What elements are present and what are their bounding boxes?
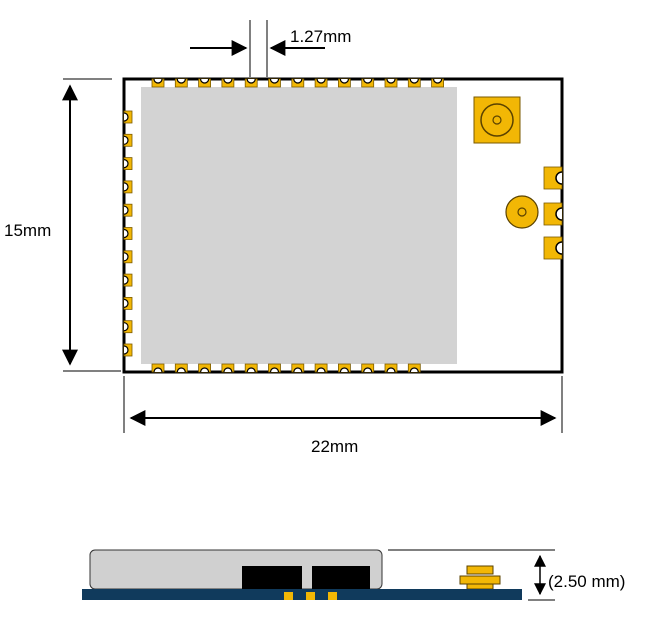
- pad-notch: [269, 78, 280, 84]
- pad-notch: [200, 78, 210, 84]
- antenna-pad-icon: [505, 195, 539, 229]
- pad-notch: [316, 367, 326, 373]
- pad-notch: [223, 78, 233, 84]
- pad-notch: [339, 78, 349, 84]
- pad-notch: [339, 367, 349, 373]
- thickness-dimension: (2.50 mm): [388, 549, 625, 601]
- ufl-connector-icon: [473, 96, 521, 144]
- pad-notch: [293, 367, 303, 373]
- pad-notch: [269, 367, 280, 373]
- pitch-dimension: 1.27mm: [190, 20, 351, 77]
- pad-notch: [246, 367, 256, 373]
- pad-notch: [363, 78, 373, 84]
- pad-notch: [200, 367, 210, 373]
- pad-notch: [316, 78, 326, 84]
- pad-notch: [123, 205, 129, 215]
- side-pad: [284, 592, 293, 600]
- pad-notch: [246, 78, 256, 84]
- right-pad-group: [543, 166, 563, 260]
- pad-notch: [123, 112, 129, 122]
- pad-notch: [386, 367, 396, 373]
- width-label: 22mm: [311, 437, 358, 456]
- top-view: [122, 77, 564, 374]
- side-connector-icon: [459, 565, 501, 590]
- width-dimension: 22mm: [123, 376, 563, 456]
- pad-notch: [123, 182, 129, 192]
- rf-shield: [141, 87, 457, 364]
- pad-notch: [433, 78, 443, 84]
- pad-notch: [153, 78, 163, 84]
- pad-notch: [123, 298, 129, 308]
- pad-notch: [123, 159, 129, 169]
- height-dimension: 15mm: [4, 78, 121, 372]
- pad-notch: [153, 367, 163, 373]
- height-label: 15mm: [4, 221, 51, 240]
- pad-notch: [123, 322, 129, 332]
- pad-notch: [123, 252, 129, 262]
- side-component-left: [242, 566, 302, 589]
- pad-notch: [123, 275, 129, 285]
- pad-notch: [293, 78, 303, 84]
- thickness-label: (2.50 mm): [548, 572, 625, 591]
- side-view: [82, 549, 522, 600]
- pitch-label: 1.27mm: [290, 27, 351, 46]
- pad-notch: [176, 367, 186, 373]
- pad-notch: [176, 78, 186, 84]
- pad-notch: [363, 367, 373, 373]
- pad-notch: [123, 135, 129, 145]
- side-pad: [306, 592, 315, 600]
- pad-notch: [123, 345, 129, 355]
- side-pad: [328, 592, 337, 600]
- top-pad-row: [151, 78, 445, 88]
- side-pcb: [82, 589, 522, 600]
- pad-notch: [223, 367, 233, 373]
- pad-notch: [409, 367, 419, 373]
- bottom-pad-row: [151, 363, 421, 373]
- left-pad-column: [123, 110, 133, 357]
- pad-notch: [123, 228, 129, 239]
- side-component-right: [312, 566, 370, 589]
- pad-notch: [386, 78, 396, 84]
- pad-notch: [409, 78, 419, 84]
